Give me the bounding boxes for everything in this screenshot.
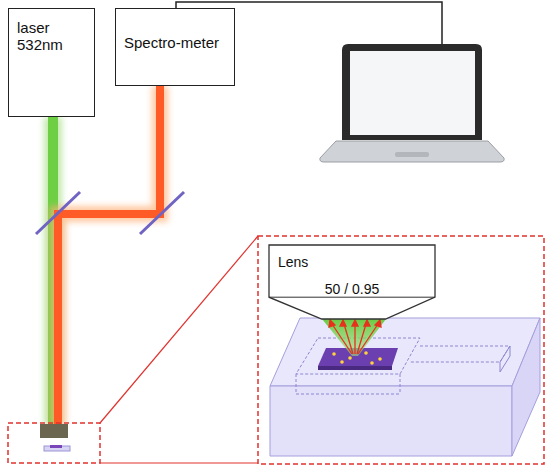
box-label: laser 532nm [9, 9, 69, 53]
mirror [140, 192, 184, 234]
objective-lens [40, 424, 68, 438]
beam-splitter [36, 192, 80, 234]
box-label: Spectro-meter [116, 9, 234, 51]
box-sublabel: 50 / 0.95 [268, 271, 436, 298]
objective-lens: Lens50 / 0.95 [268, 244, 436, 320]
box-label: Lens [268, 244, 436, 271]
zoom-leader [100, 462, 258, 463]
zoom-region [8, 423, 100, 463]
laptop-icon [320, 44, 504, 162]
zoom-leader [100, 236, 258, 423]
signal-beam [58, 86, 160, 425]
excitation-cone [322, 319, 386, 356]
spectrometer-box: Spectro-meter [115, 8, 235, 86]
sample-slab [270, 318, 540, 456]
emission-rays [329, 320, 381, 354]
sample-stage [44, 446, 70, 451]
sample-chip [50, 445, 62, 448]
laser-box: laser 532nm [8, 8, 95, 117]
zoom-inset [258, 236, 544, 464]
